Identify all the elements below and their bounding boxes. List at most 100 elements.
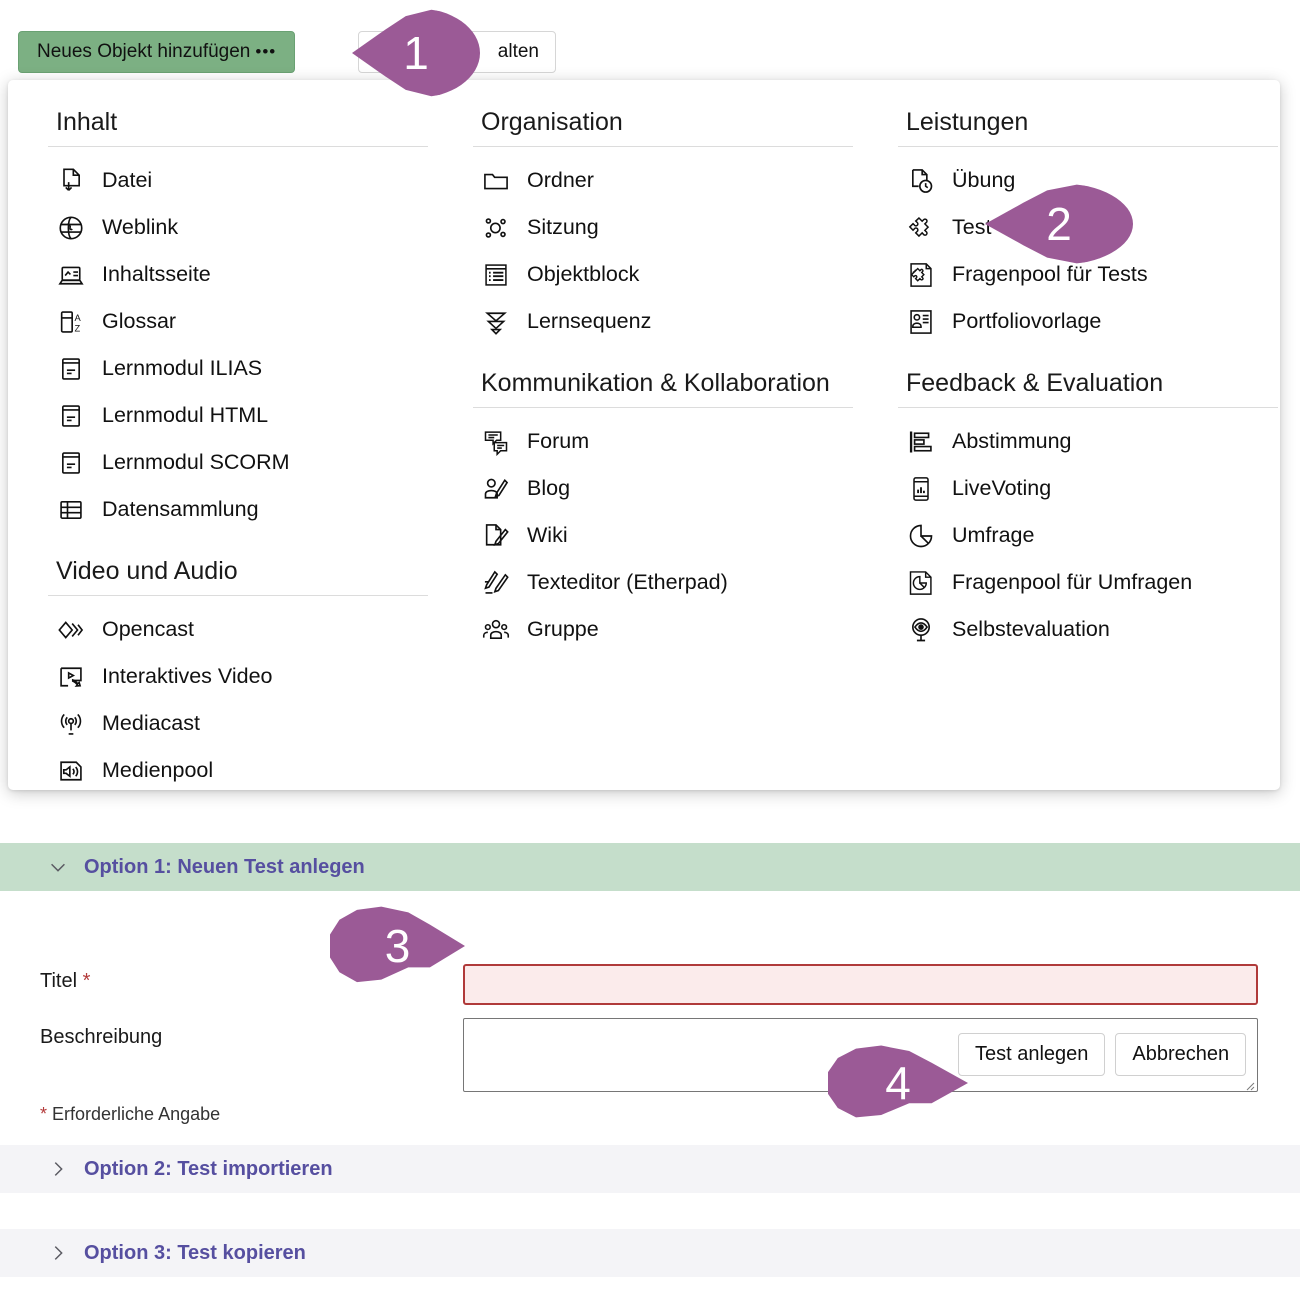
group-video-und-audio: Video und Audio Opencast Interaktives Vi… <box>48 557 428 794</box>
menu-item-label: Objektblock <box>527 262 640 286</box>
menu-item-label: Lernsequenz <box>527 309 652 333</box>
menu-item-fragenpool-fuer-tests[interactable]: Fragenpool für Tests <box>898 251 1278 298</box>
create-test-button[interactable]: Test anlegen <box>958 1033 1106 1076</box>
menu-item-label: Abstimmung <box>952 429 1072 453</box>
menu-item-wiki[interactable]: Wiki <box>473 512 853 559</box>
menu-item-label: Gruppe <box>527 617 599 641</box>
menu-item-label: Selbstevaluation <box>952 617 1110 641</box>
question-pool-test-icon <box>906 260 936 290</box>
dropdown-column-inhalt: Inhalt Datei Weblink Inhaltsseite <box>48 108 428 818</box>
menu-item-inhaltsseite[interactable]: Inhaltsseite <box>48 251 428 298</box>
title-field-label: Titel * <box>40 970 90 993</box>
menu-item-lernsequenz[interactable]: Lernsequenz <box>473 298 853 345</box>
menu-item-label: Lernmodul SCORM <box>102 450 290 474</box>
poll-bars-icon <box>906 427 936 457</box>
svg-text:A: A <box>75 312 82 322</box>
menu-item-umfrage[interactable]: Umfrage <box>898 512 1278 559</box>
callout-marker-1: 1 <box>352 8 480 98</box>
menu-item-texteditor-etherpad[interactable]: Texteditor (Etherpad) <box>473 559 853 606</box>
question-pool-survey-icon <box>906 568 936 598</box>
opencast-diamond-icon <box>56 615 86 645</box>
menu-item-label: Lernmodul HTML <box>102 403 269 427</box>
menu-item-lernmodul-html[interactable]: Lernmodul HTML <box>48 392 428 439</box>
menu-item-label: Interaktives Video <box>102 664 273 688</box>
menu-item-label: Test <box>952 215 992 239</box>
menu-item-label: Portfoliovorlage <box>952 309 1102 333</box>
menu-item-uebung[interactable]: Übung <box>898 157 1278 204</box>
menu-item-interaktives-video[interactable]: Interaktives Video <box>48 653 428 700</box>
menu-item-lernmodul-scorm[interactable]: Lernmodul SCORM <box>48 439 428 486</box>
menu-item-test[interactable]: Test <box>898 204 1278 251</box>
accordion-title-option-3: Option 3: Test kopieren <box>84 1241 306 1264</box>
menu-item-datensammlung[interactable]: Datensammlung <box>48 486 428 533</box>
accordion-title-option-2: Option 2: Test importieren <box>84 1157 333 1180</box>
menu-item-ordner[interactable]: Ordner <box>473 157 853 204</box>
accordion-header-option-1[interactable]: Option 1: Neuen Test anlegen <box>0 843 1300 891</box>
menu-item-medienpool[interactable]: Medienpool <box>48 747 428 794</box>
menu-item-weblink[interactable]: Weblink <box>48 204 428 251</box>
title-input[interactable] <box>463 964 1258 1005</box>
menu-item-label: Opencast <box>102 617 195 641</box>
divider <box>898 146 1278 147</box>
menu-item-datei[interactable]: Datei <box>48 157 428 204</box>
menu-item-forum[interactable]: Forum <box>473 418 853 465</box>
form-body-option-1: Titel * Beschreibung * Erforderliche Ang… <box>0 891 1300 1145</box>
menu-item-livevoting[interactable]: LiveVoting <box>898 465 1278 512</box>
add-new-object-label: Neues Objekt hinzufügen <box>37 41 251 62</box>
resize-handle-icon[interactable] <box>1243 1078 1255 1091</box>
menu-item-objektblock[interactable]: Objektblock <box>473 251 853 298</box>
blog-person-pen-icon <box>481 474 511 504</box>
required-note-text: Erforderliche Angabe <box>52 1104 221 1124</box>
menu-item-label: Wiki <box>527 523 568 547</box>
group-title-feedback-evaluation: Feedback & Evaluation <box>906 369 1164 397</box>
menu-item-label: Texteditor (Etherpad) <box>527 570 728 594</box>
required-asterisk: * <box>82 970 91 992</box>
group-title-kommunikation: Kommunikation & Kollaboration <box>481 369 830 397</box>
menu-item-lernmodul-ilias[interactable]: Lernmodul ILIAS <box>48 345 428 392</box>
title-label-text: Titel <box>40 970 78 992</box>
menu-item-opencast[interactable]: Opencast <box>48 606 428 653</box>
broadcast-icon <box>56 709 86 739</box>
accordion-header-option-2[interactable]: Option 2: Test importieren <box>0 1145 1300 1193</box>
object-block-list-icon <box>481 260 511 290</box>
file-download-icon <box>56 166 86 196</box>
description-field-label: Beschreibung <box>40 1026 163 1048</box>
menu-item-gruppe[interactable]: Gruppe <box>473 606 853 653</box>
divider <box>473 407 853 408</box>
menu-item-label: LiveVoting <box>952 476 1052 500</box>
add-new-object-button[interactable]: Neues Objekt hinzufügen••• <box>18 31 296 73</box>
menu-item-mediacast[interactable]: Mediacast <box>48 700 428 747</box>
globe-link-icon <box>56 213 86 243</box>
interactive-video-icon <box>56 662 86 692</box>
menu-item-abstimmung[interactable]: Abstimmung <box>898 418 1278 465</box>
divider <box>898 407 1278 408</box>
menu-item-label: Medienpool <box>102 758 214 782</box>
menu-item-sitzung[interactable]: Sitzung <box>473 204 853 251</box>
exercise-clock-icon <box>906 166 936 196</box>
toolbar: Neues Objekt hinzufügen••• alten <box>0 0 1300 86</box>
menu-item-label: Forum <box>527 429 590 453</box>
menu-item-portfoliovorlage[interactable]: Portfoliovorlage <box>898 298 1278 345</box>
folder-icon <box>481 166 511 196</box>
cancel-button[interactable]: Abbrechen <box>1115 1033 1247 1076</box>
menu-item-label: Übung <box>952 168 1016 192</box>
menu-item-selbstevaluation[interactable]: Selbstevaluation <box>898 606 1278 653</box>
group-title-inhalt: Inhalt <box>56 108 118 136</box>
self-evaluation-eye-icon <box>906 615 936 645</box>
survey-pie-icon <box>906 521 936 551</box>
menu-item-label: Datei <box>102 168 153 192</box>
manage-content-label: alten <box>497 41 539 62</box>
accordion-gap <box>0 1193 1300 1229</box>
callout-number: 2 <box>1046 198 1072 250</box>
required-asterisk: * <box>40 1104 48 1124</box>
accordion-title-option-1: Option 1: Neuen Test anlegen <box>84 855 365 878</box>
accordion-header-option-3[interactable]: Option 3: Test kopieren <box>0 1229 1300 1277</box>
menu-item-blog[interactable]: Blog <box>473 465 853 512</box>
menu-item-label: Mediacast <box>102 711 200 735</box>
menu-item-fragenpool-fuer-umfragen[interactable]: Fragenpool für Umfragen <box>898 559 1278 606</box>
forum-speech-bubbles-icon <box>481 427 511 457</box>
ellipsis-icon: ••• <box>255 42 277 61</box>
